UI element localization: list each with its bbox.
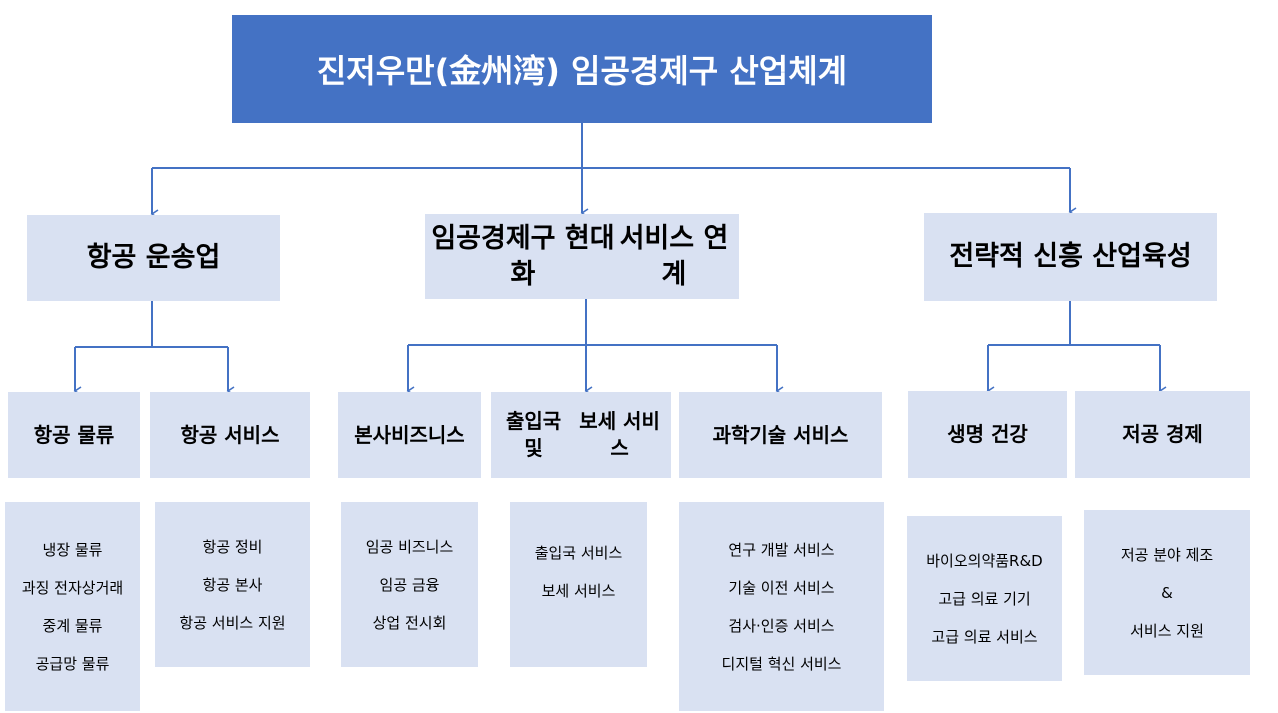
item-list-1-1: 출입국 서비스 보세 서비스 [510, 502, 647, 667]
category-node-0-0: 항공 물류 [8, 392, 140, 478]
list-item: 저공 분야 제조 [1120, 545, 1214, 564]
item-list-2-0: 바이오의약품R&D 고급 의료 기기 고급 의료 서비스 [907, 516, 1062, 681]
list-item: 고급 의료 기기 [938, 589, 1031, 608]
list-item: 공급망 물류 [35, 654, 110, 673]
category-node-label: 출입국 및 [505, 409, 562, 460]
diagram-title: 진저우만(金州湾) 임공경제구 산업체계 [232, 15, 932, 123]
category-node-label: 과학기술 서비스 [712, 422, 849, 447]
group-node-0: 항공 운송업 [27, 215, 280, 301]
list-item: 항공 정비 [202, 537, 263, 556]
category-node-2-1: 저공 경제 [1075, 391, 1250, 478]
category-node-label: 항공 서비스 [180, 422, 280, 447]
group-node-label: 육성 [1142, 241, 1192, 273]
list-item: 과징 전자상거래 [21, 578, 124, 597]
group-node-label: 임공경제구 현대화 [431, 223, 615, 290]
group-node-1: 임공경제구 현대화 서비스 연계 [425, 214, 739, 299]
list-item: 서비스 지원 [1130, 621, 1204, 640]
list-item: 임공 비즈니스 [365, 537, 454, 556]
diagram-title-text: 진저우만(金州湾) 임공경제구 산업체계 [316, 52, 848, 90]
group-node-label: 서비스 연계 [619, 223, 729, 290]
category-node-label: 보세 서비스 [579, 409, 660, 460]
group-node-label: 전략적 신흥 산업 [949, 241, 1142, 273]
list-item: 검사·인증 서비스 [728, 616, 835, 635]
item-list-2-1: 저공 분야 제조 & 서비스 지원 [1084, 510, 1250, 675]
item-list-0-1: 항공 정비 항공 본사 항공 서비스 지원 [155, 502, 310, 667]
category-node-0-1: 항공 서비스 [150, 392, 310, 478]
list-item: 항공 서비스 지원 [179, 613, 286, 632]
list-item: 중계 물류 [42, 616, 103, 635]
category-node-1-1: 출입국 및 보세 서비스 [491, 392, 671, 478]
list-item: 냉장 물류 [42, 540, 103, 559]
list-item: 출입국 서비스 [534, 544, 623, 562]
list-item: 디지털 혁신 서비스 [721, 654, 842, 673]
list-item: 바이오의약품R&D [926, 551, 1043, 570]
list-item: 상업 전시회 [372, 613, 447, 632]
category-node-label: 비즈니스 [391, 422, 465, 447]
category-node-label: 저공 경제 [1122, 422, 1203, 446]
group-node-label: 항공 운송업 [86, 242, 221, 274]
list-item: 항공 본사 [202, 575, 263, 594]
list-item: 기술 이전 서비스 [728, 578, 835, 597]
category-node-label: 생명 건강 [947, 422, 1028, 446]
category-node-2-0: 생명 건강 [908, 391, 1067, 478]
item-list-1-0: 임공 비즈니스 임공 금융 상업 전시회 [341, 502, 478, 667]
list-item: & [1161, 583, 1173, 602]
item-list-0-0: 냉장 물류 과징 전자상거래 중계 물류 공급망 물류 [5, 502, 140, 711]
list-item: 임공 금융 [379, 575, 440, 594]
category-node-1-0: 본사 비즈니스 [338, 392, 481, 478]
category-node-label: 본사 [354, 422, 392, 447]
category-node-label: 항공 물류 [33, 422, 115, 447]
category-node-1-2: 과학기술 서비스 [679, 392, 882, 478]
list-item: 연구 개발 서비스 [728, 540, 835, 559]
list-item: 고급 의료 서비스 [931, 627, 1038, 646]
list-item: 보세 서비스 [541, 582, 616, 600]
group-node-2: 전략적 신흥 산업 육성 [924, 213, 1217, 301]
item-list-1-2: 연구 개발 서비스 기술 이전 서비스 검사·인증 서비스 디지털 혁신 서비스 [679, 502, 884, 711]
